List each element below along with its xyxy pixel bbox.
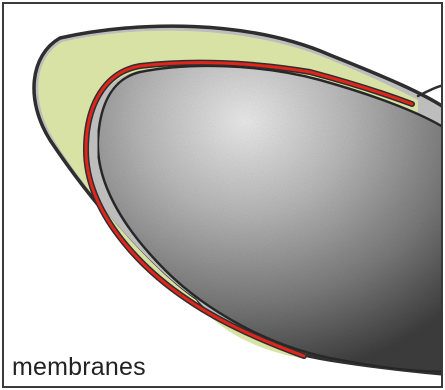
figure-caption: membranes [12, 352, 146, 382]
